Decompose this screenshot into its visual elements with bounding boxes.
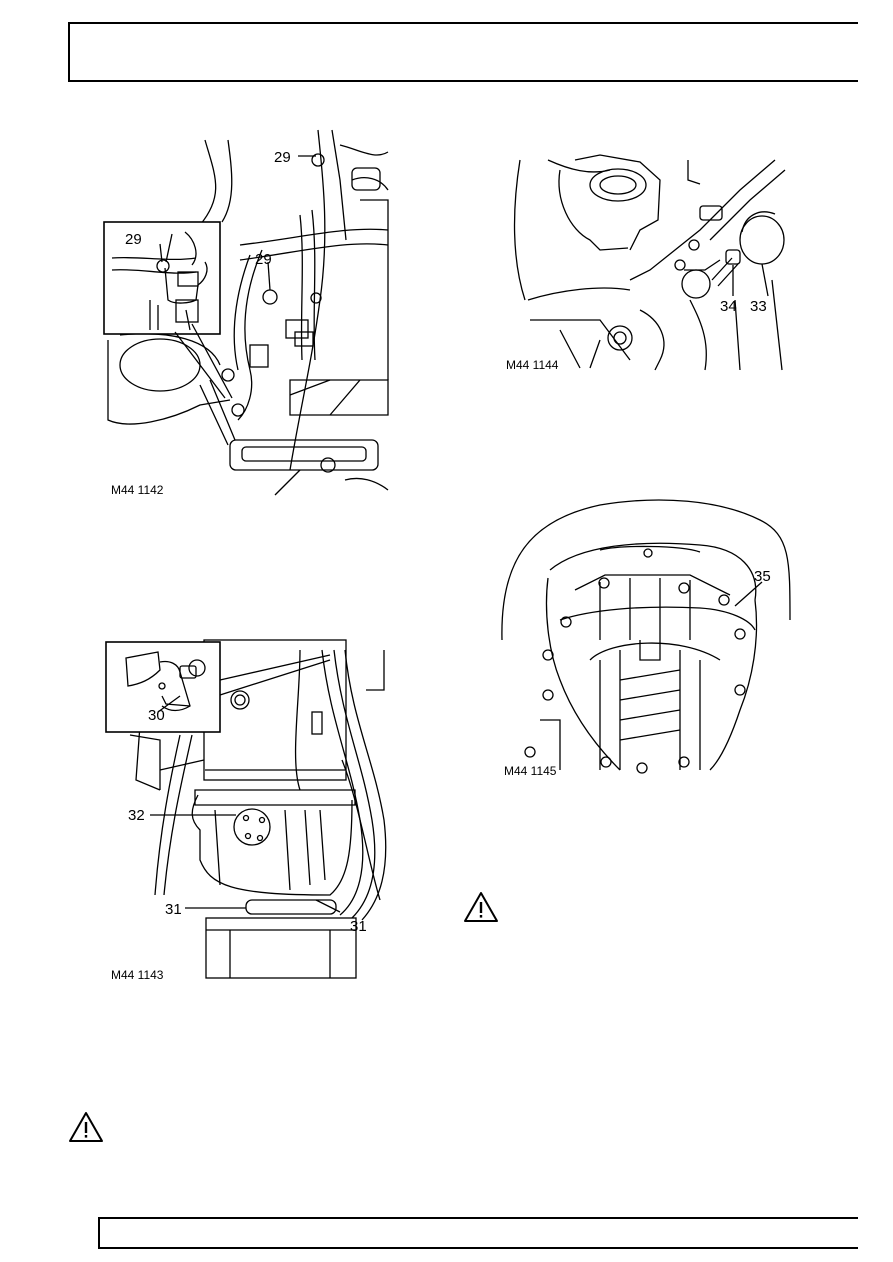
page-header-frame — [68, 22, 858, 82]
page-footer-frame — [98, 1217, 858, 1249]
figure-caption: M44 1144 — [506, 358, 559, 372]
callout-29-main: 29 — [255, 251, 272, 268]
callout-32: 32 — [128, 807, 145, 824]
callout-30: 30 — [148, 707, 165, 724]
callout-35: 35 — [754, 568, 771, 585]
figure-m44-1144: 34 33 M44 1144 — [506, 154, 786, 372]
callout-29-inset: 29 — [125, 231, 142, 248]
figure-m44-1143: 30 32 31 31 M44 1143 — [105, 639, 387, 982]
figure-caption: M44 1142 — [111, 483, 164, 497]
figure-caption: M44 1143 — [111, 968, 164, 982]
figure-m44-1145: 35 M44 1145 — [501, 499, 791, 778]
warning-triangle-icon — [69, 1112, 103, 1142]
callout-31-right: 31 — [350, 918, 367, 935]
callout-29-top: 29 — [274, 149, 291, 166]
figure-m44-1142: 29 29 29 M44 1142 — [103, 129, 389, 497]
figure-caption: M44 1145 — [504, 764, 557, 778]
callout-31-left: 31 — [165, 901, 182, 918]
warning-triangle-icon — [464, 892, 498, 922]
callout-33: 33 — [750, 298, 767, 315]
callout-34: 34 — [720, 298, 737, 315]
